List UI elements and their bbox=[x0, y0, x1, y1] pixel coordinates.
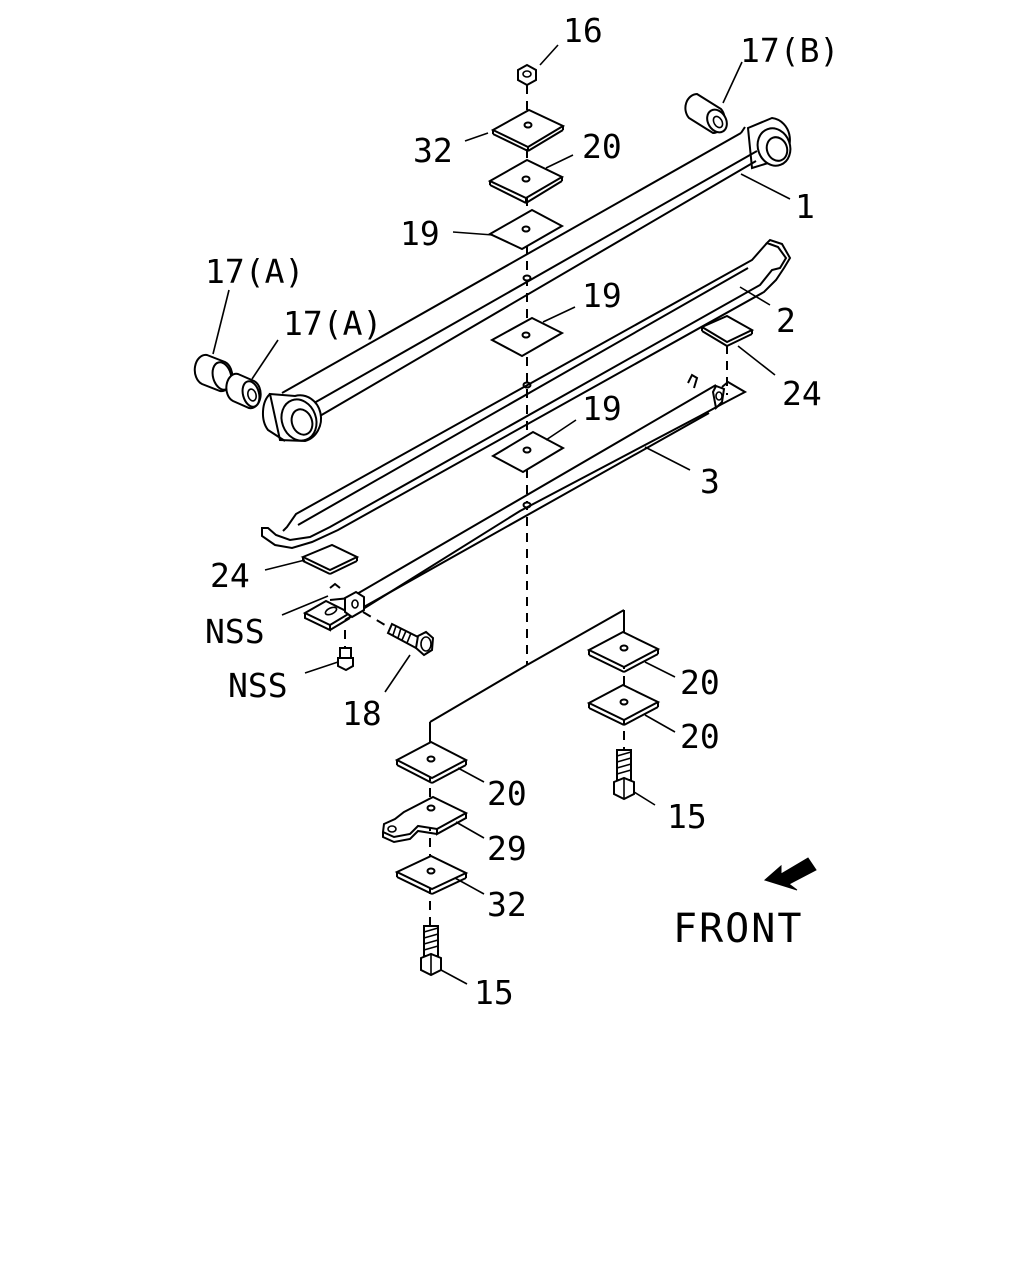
callout-17b: 17(B) bbox=[740, 31, 839, 70]
shim-19-mid bbox=[489, 306, 576, 389]
plate-32-top bbox=[464, 108, 566, 152]
callout-24-left: 24 bbox=[210, 556, 250, 595]
nss-screw bbox=[337, 630, 354, 672]
third-leaf-3 bbox=[302, 373, 748, 632]
callout-20-top: 20 bbox=[582, 127, 622, 166]
bracket-29 bbox=[381, 795, 485, 844]
callout-18: 18 bbox=[342, 694, 382, 733]
bolt-15-bottom bbox=[420, 925, 468, 985]
shim-19-top bbox=[452, 208, 565, 282]
callout-2: 2 bbox=[776, 301, 796, 340]
callout-24-right: 24 bbox=[782, 374, 822, 413]
bolt-15-right bbox=[613, 749, 656, 806]
plate-20-top bbox=[487, 154, 574, 204]
callout-20-l: 20 bbox=[487, 774, 527, 813]
bushing-17b bbox=[684, 61, 743, 135]
callout-17a-2: 17(A) bbox=[283, 304, 382, 343]
front-label: FRONT bbox=[673, 906, 803, 952]
callout-32-top: 32 bbox=[413, 131, 453, 170]
callout-1: 1 bbox=[795, 187, 815, 226]
bolt-18 bbox=[362, 611, 435, 693]
callout-15-right: 15 bbox=[667, 797, 707, 836]
callout-19-a: 19 bbox=[400, 214, 440, 253]
pad-24-right bbox=[699, 314, 776, 376]
callout-labels: 16 17(B) 32 20 1 19 17(A) 17(A) 19 2 24 … bbox=[205, 11, 839, 1012]
plate-20-right-upper bbox=[586, 630, 676, 678]
callout-nss-2: NSS bbox=[228, 666, 288, 705]
pad-24-left bbox=[264, 543, 360, 575]
plate-20-right-lower bbox=[586, 683, 676, 733]
callout-20-r2: 20 bbox=[680, 717, 720, 756]
callout-16: 16 bbox=[563, 11, 603, 50]
callout-20-r1: 20 bbox=[680, 663, 720, 702]
callout-17a-1: 17(A) bbox=[205, 252, 304, 291]
callout-nss-1: NSS bbox=[205, 612, 265, 651]
main-leaf-1 bbox=[261, 116, 792, 443]
callout-15-bottom: 15 bbox=[474, 973, 514, 1012]
callout-32-bottom: 32 bbox=[487, 885, 527, 924]
bushing-17a-outer bbox=[193, 289, 234, 393]
callout-19-b: 19 bbox=[582, 276, 622, 315]
callout-3: 3 bbox=[700, 462, 720, 501]
second-leaf-2 bbox=[261, 238, 792, 550]
nut-16 bbox=[517, 44, 559, 87]
plate-20-left bbox=[394, 740, 485, 784]
plate-32-bottom bbox=[394, 854, 485, 895]
bushing-17a-inner bbox=[225, 339, 279, 410]
callout-19-c: 19 bbox=[582, 389, 622, 428]
front-arrow-icon bbox=[763, 857, 817, 891]
callout-29: 29 bbox=[487, 829, 527, 868]
nss-leaders bbox=[281, 595, 339, 674]
shim-19-low bbox=[490, 419, 577, 509]
